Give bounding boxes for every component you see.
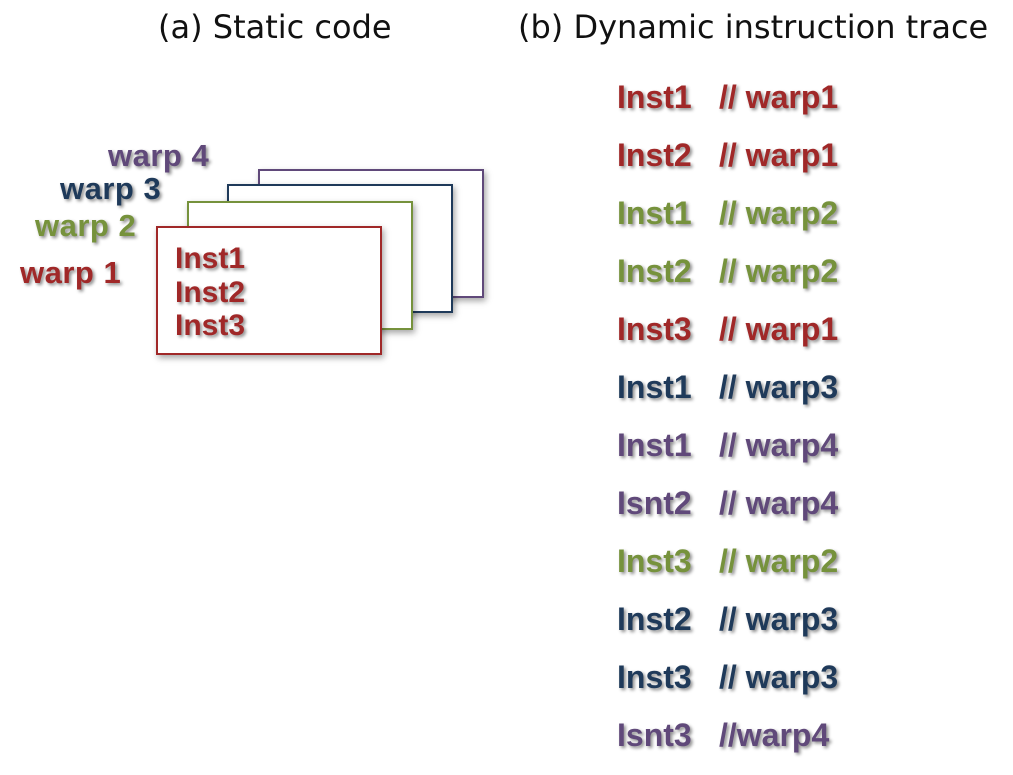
static-code-heading: (a) Static code (158, 8, 392, 46)
trace-comment: // warp1 (719, 137, 839, 173)
trace-inst: Isnt2 (617, 485, 692, 521)
front-card-inst3: Inst3 (175, 309, 246, 342)
trace-row: Isnt2 // warp4 (617, 474, 838, 532)
trace-comment: // warp2 (719, 543, 839, 579)
trace-row: Inst3 // warp2 (617, 532, 838, 590)
dynamic-trace-heading: (b) Dynamic instruction trace (518, 8, 989, 46)
trace-comment: // warp3 (719, 659, 839, 695)
front-card-inst2: Inst2 (175, 276, 246, 309)
trace-row: Inst1 // warp3 (617, 358, 838, 416)
trace-row: Inst2 // warp1 (617, 126, 838, 184)
trace-comment: // warp2 (719, 253, 839, 289)
trace-comment: // warp2 (719, 195, 839, 231)
trace-comment: // warp3 (719, 369, 839, 405)
warp1-label: warp 1 (20, 255, 122, 290)
trace-row: Inst2 // warp3 (617, 590, 838, 648)
trace-row: Inst2 // warp2 (617, 242, 838, 300)
warp2-label: warp 2 (35, 208, 137, 243)
trace-inst: Inst1 (617, 195, 692, 231)
trace-inst: Inst1 (617, 79, 692, 115)
trace-inst: Inst2 (617, 601, 692, 637)
warp3-label: warp 3 (60, 171, 162, 206)
trace-inst: Isnt3 (617, 717, 692, 753)
trace-inst: Inst3 (617, 659, 692, 695)
trace-row: Inst3 // warp3 (617, 648, 838, 706)
warp1-card (156, 226, 382, 355)
trace-row: Isnt3 //warp4 (617, 706, 829, 764)
front-card-inst1: Inst1 (175, 242, 246, 275)
trace-comment: // warp1 (719, 79, 839, 115)
trace-row: Inst1 // warp4 (617, 416, 838, 474)
trace-inst: Inst2 (617, 253, 692, 289)
trace-inst: Inst1 (617, 427, 692, 463)
trace-inst: Inst1 (617, 369, 692, 405)
trace-inst: Inst3 (617, 311, 692, 347)
trace-inst: Inst3 (617, 543, 692, 579)
trace-comment: // warp4 (719, 427, 839, 463)
trace-row: Inst1 // warp2 (617, 184, 838, 242)
trace-inst: Inst2 (617, 137, 692, 173)
trace-comment: // warp3 (719, 601, 839, 637)
trace-comment: // warp4 (719, 485, 839, 521)
trace-row: Inst1 // warp1 (617, 68, 838, 126)
trace-row: Inst3 // warp1 (617, 300, 838, 358)
warp4-label: warp 4 (108, 138, 210, 173)
trace-comment: //warp4 (719, 717, 830, 753)
trace-comment: // warp1 (719, 311, 839, 347)
